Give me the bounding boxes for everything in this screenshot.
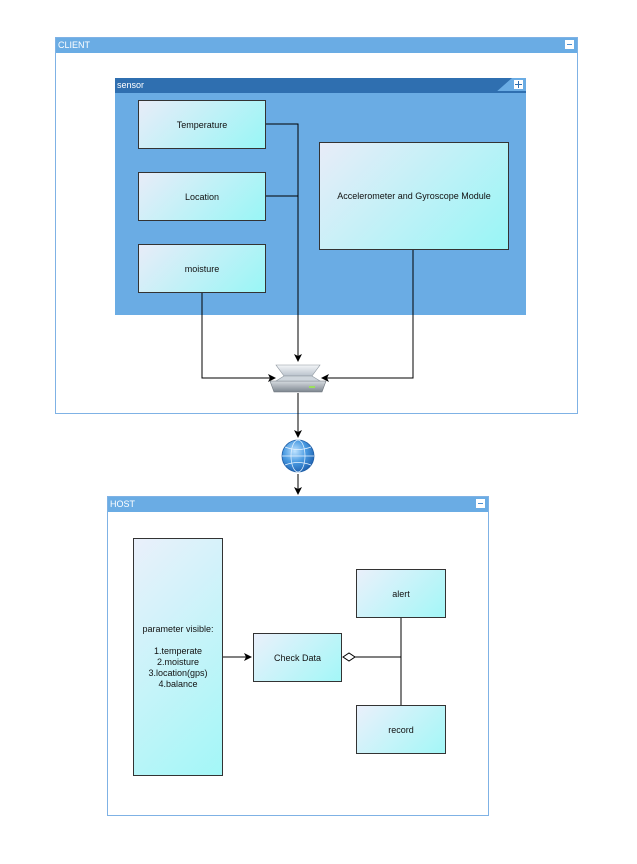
globe-icon bbox=[281, 439, 315, 473]
moisture-node[interactable]: moisture bbox=[138, 244, 266, 293]
alert-label: alert bbox=[392, 588, 410, 599]
host-frame-title: HOST bbox=[110, 499, 136, 509]
edge-temperature-hub bbox=[266, 123, 302, 362]
edge-moisture-hub bbox=[201, 293, 276, 382]
edge-accelerometer-hub bbox=[321, 250, 414, 382]
parameters-node[interactable]: parameter visible: 1.temperate 2.moistur… bbox=[133, 538, 223, 776]
temperature-node[interactable]: Temperature bbox=[138, 100, 266, 149]
alert-node[interactable]: alert bbox=[356, 569, 446, 618]
record-label: record bbox=[388, 724, 414, 735]
record-node[interactable]: record bbox=[356, 705, 446, 754]
edge-check-alert-record bbox=[355, 618, 402, 705]
location-label: Location bbox=[184, 191, 220, 202]
client-collapse-icon[interactable] bbox=[565, 40, 574, 49]
sensor-header: sensor bbox=[115, 78, 512, 92]
location-node[interactable]: Location bbox=[138, 172, 266, 221]
host-collapse-icon[interactable] bbox=[476, 499, 485, 508]
client-frame-header: CLIENT bbox=[56, 38, 577, 53]
temperature-label: Temperature bbox=[176, 119, 228, 130]
network-switch-icon bbox=[269, 364, 327, 393]
host-frame-header: HOST bbox=[108, 497, 488, 512]
parameters-label: parameter visible: 1.temperate 2.moistur… bbox=[142, 624, 214, 689]
aggregation-diamond bbox=[342, 652, 356, 662]
sensor-title: sensor bbox=[117, 80, 145, 90]
sensor-expand-icon[interactable] bbox=[514, 80, 523, 89]
client-frame-title: CLIENT bbox=[58, 40, 91, 50]
sensor-header-strip bbox=[115, 91, 526, 93]
accelerometer-node[interactable]: Accelerometer and Gyroscope Module bbox=[319, 142, 509, 250]
check-data-node[interactable]: Check Data bbox=[253, 633, 342, 682]
moisture-label: moisture bbox=[184, 263, 220, 274]
check-data-label: Check Data bbox=[273, 652, 322, 663]
accelerometer-label: Accelerometer and Gyroscope Module bbox=[337, 191, 491, 201]
